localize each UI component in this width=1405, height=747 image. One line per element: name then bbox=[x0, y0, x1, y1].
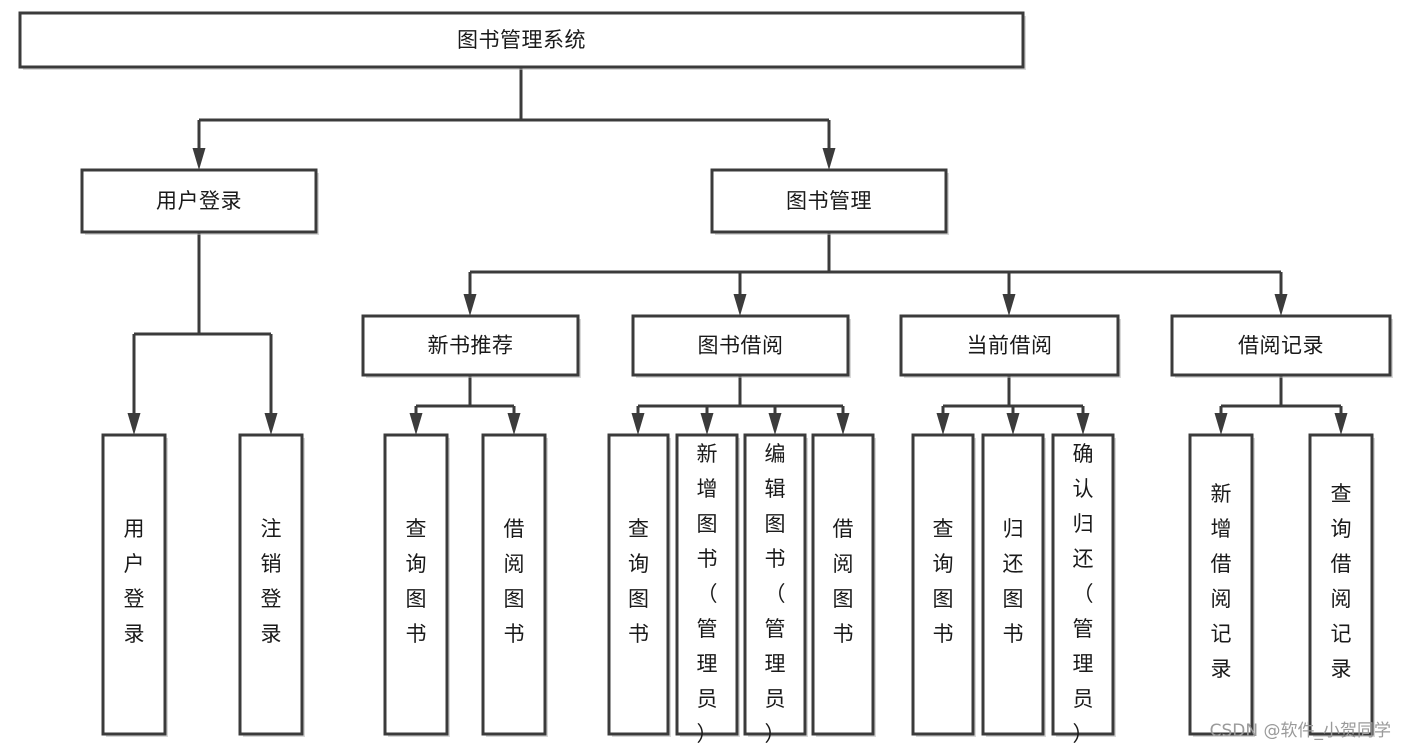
leaf-node-3[interactable]: 借阅图书 bbox=[481, 433, 548, 737]
leaf-node-11[interactable]: 新增借阅记录 bbox=[1188, 433, 1255, 737]
leaf-node-8[interactable]: 查询图书 bbox=[911, 433, 976, 737]
leaf-node-10[interactable]: 确认归还（管理员） bbox=[1051, 433, 1116, 746]
level2-node-0[interactable]: 用户登录 bbox=[80, 168, 319, 235]
level3-node-3-label: 借阅记录 bbox=[1238, 334, 1324, 358]
connector-book-borrow-to-leaves bbox=[631, 375, 850, 435]
connector-root-to-level2 bbox=[192, 67, 836, 170]
level2-node-1[interactable]: 图书管理 bbox=[710, 168, 949, 235]
arrow-head-icon bbox=[1334, 413, 1348, 435]
leaf-node-9[interactable]: 归还图书 bbox=[981, 433, 1046, 737]
arrow-head-icon bbox=[409, 413, 423, 435]
level3-node-3[interactable]: 借阅记录 bbox=[1170, 314, 1393, 378]
arrow-head-icon bbox=[936, 413, 950, 435]
leaf-node-4[interactable]: 查询图书 bbox=[607, 433, 671, 737]
level3-node-0-label: 新书推荐 bbox=[428, 334, 514, 358]
arrow-head-icon bbox=[127, 413, 141, 435]
arrow-head-icon bbox=[1076, 413, 1090, 435]
node-layer: 图书管理系统用户登录图书管理新书推荐图书借阅当前借阅借阅记录用户登录注销登录查询… bbox=[18, 11, 1393, 746]
level2-node-0-label: 用户登录 bbox=[156, 189, 242, 213]
leaf-node-2-label: 查询图书 bbox=[406, 517, 427, 646]
leaf-node-1-label: 注销登录 bbox=[261, 517, 282, 646]
leaf-node-2[interactable]: 查询图书 bbox=[383, 433, 450, 737]
arrow-head-icon bbox=[700, 413, 714, 435]
leaf-node-6[interactable]: 编辑图书（管理员） bbox=[743, 433, 808, 746]
arrow-head-icon bbox=[1214, 413, 1228, 435]
leaf-node-8-label: 查询图书 bbox=[933, 517, 954, 646]
leaf-node-7[interactable]: 借阅图书 bbox=[811, 433, 876, 737]
level3-node-1[interactable]: 图书借阅 bbox=[631, 314, 851, 378]
leaf-node-5[interactable]: 新增图书（管理员） bbox=[675, 433, 740, 746]
arrow-head-icon bbox=[507, 413, 521, 435]
level3-node-1-label: 图书借阅 bbox=[698, 334, 784, 358]
connector-new-book-to-leaves bbox=[409, 375, 521, 435]
leaf-node-12[interactable]: 查询借阅记录 bbox=[1308, 433, 1375, 737]
root-node-0[interactable]: 图书管理系统 bbox=[18, 11, 1026, 70]
arrow-head-icon bbox=[1006, 413, 1020, 435]
arrow-head-icon bbox=[1002, 294, 1016, 316]
level3-node-2-label: 当前借阅 bbox=[967, 334, 1053, 358]
arrow-head-icon bbox=[192, 148, 206, 170]
arrow-head-icon bbox=[463, 294, 477, 316]
leaf-node-0[interactable]: 用户登录 bbox=[101, 433, 168, 737]
connector-current-borrow-to-leaves bbox=[936, 375, 1090, 435]
connector-borrow-record-to-leaves bbox=[1214, 375, 1348, 435]
level3-node-0[interactable]: 新书推荐 bbox=[361, 314, 581, 378]
arrow-head-icon bbox=[631, 413, 645, 435]
level3-node-2[interactable]: 当前借阅 bbox=[899, 314, 1121, 378]
arrow-head-icon bbox=[836, 413, 850, 435]
leaf-node-11-label: 新增借阅记录 bbox=[1211, 482, 1232, 681]
arrow-head-icon bbox=[822, 148, 836, 170]
leaf-node-10-label: 确认归还（管理员） bbox=[1073, 442, 1094, 746]
leaf-node-9-label: 归还图书 bbox=[1003, 517, 1024, 646]
arrow-head-icon bbox=[1274, 294, 1288, 316]
root-node-0-label: 图书管理系统 bbox=[457, 28, 586, 52]
watermark-label: CSDN @软件_小贺同学 bbox=[1209, 721, 1391, 741]
leaf-node-6-label: 编辑图书（管理员） bbox=[765, 442, 786, 746]
connector-user-login-to-leaves bbox=[127, 232, 278, 435]
leaf-node-12-label: 查询借阅记录 bbox=[1331, 482, 1352, 681]
leaf-node-5-label: 新增图书（管理员） bbox=[697, 442, 718, 746]
connector-layer bbox=[127, 67, 1348, 435]
level2-node-1-label: 图书管理 bbox=[786, 189, 872, 213]
arrow-head-icon bbox=[264, 413, 278, 435]
leaf-node-7-label: 借阅图书 bbox=[833, 517, 854, 646]
leaf-node-3-label: 借阅图书 bbox=[504, 517, 525, 646]
leaf-node-1[interactable]: 注销登录 bbox=[238, 433, 305, 737]
arrow-head-icon bbox=[768, 413, 782, 435]
arrow-head-icon bbox=[733, 294, 747, 316]
leaf-node-0-label: 用户登录 bbox=[124, 517, 145, 646]
connector-book-manage-to-level3 bbox=[463, 232, 1288, 316]
leaf-node-4-label: 查询图书 bbox=[628, 517, 649, 646]
